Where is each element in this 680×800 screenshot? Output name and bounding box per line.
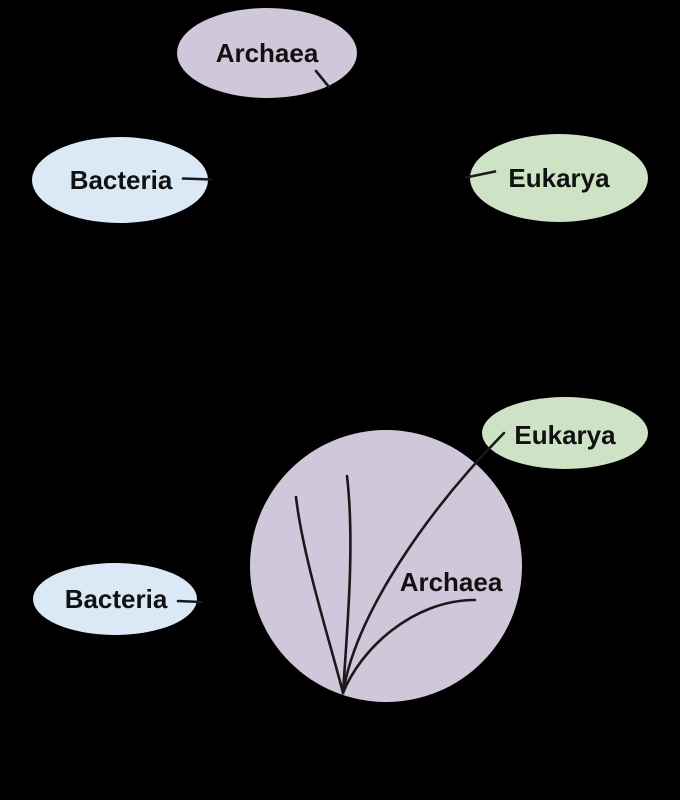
archaeal-branch-2 — [341, 474, 352, 695]
eukarya-oval-top — [470, 134, 648, 222]
bacteria-label-top: Bacteria — [70, 165, 173, 195]
archaea-label-bottom: Archaea — [400, 567, 503, 597]
archaea-label-top: Archaea — [216, 38, 319, 68]
bacteria-oval-top — [32, 137, 208, 223]
bacteria-branch-stub — [181, 177, 213, 181]
eukarya-label-top: Eukarya — [508, 163, 610, 193]
eukarya-label-bottom: Eukarya — [514, 420, 616, 450]
bacteria-oval-bottom — [33, 563, 197, 635]
eukarya-oval-bottom — [482, 397, 648, 469]
archaea-circle-bottom — [250, 430, 522, 702]
three-domain-tree-panel: Archaea Bacteria Eukarya — [32, 8, 648, 223]
archaeal-branch-1 — [294, 495, 345, 695]
eukarya-branch-curve — [341, 431, 506, 695]
archaeal-branch-3 — [341, 598, 477, 695]
eocyte-tree-panel: Eukarya Bacteria Archaea — [33, 397, 648, 702]
eukarya-branch-stub — [464, 170, 497, 179]
bacteria-label-bottom: Bacteria — [65, 584, 168, 614]
archaea-branch-stub — [314, 69, 331, 89]
bacteria-branch-stub-bottom — [176, 599, 203, 604]
archaea-oval-top — [177, 8, 357, 98]
